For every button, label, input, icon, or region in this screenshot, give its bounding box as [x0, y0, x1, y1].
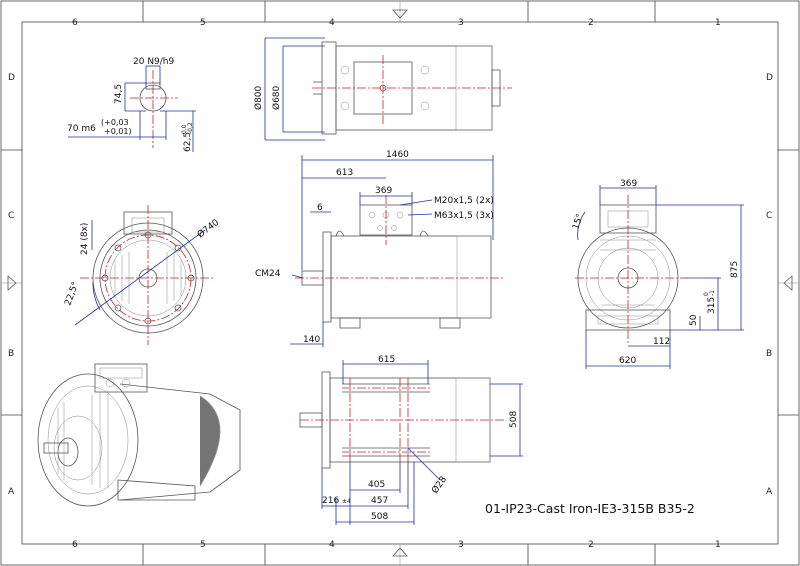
zone-row-a-right: A — [766, 487, 773, 497]
dim-216-tol: ±4 — [342, 498, 351, 505]
box-position-label: 613 — [336, 168, 353, 178]
key-height-label: 74,5 — [114, 84, 124, 104]
zone-row-c-right: C — [766, 211, 772, 221]
shaft-height-tol-upper: 0 — [703, 292, 710, 296]
drawing-title: 01-IP23-Cast Iron-IE3-315B B35-2 — [485, 501, 695, 516]
pcd-label: Ø740 — [195, 217, 221, 241]
motor-top-view: Ø800 Ø680 — [253, 37, 512, 141]
zone-row-d-left: D — [8, 73, 15, 83]
inner-dia-label: Ø680 — [271, 85, 282, 110]
dim-508-label: 508 — [371, 512, 388, 522]
zone-row-d-right: D — [766, 73, 773, 83]
zone-col-2-bottom: 2 — [588, 540, 594, 550]
shaft-tol-upper: (+0,03 — [101, 118, 129, 127]
zone-row-b-left: B — [8, 349, 14, 359]
dim-457-label: 457 — [371, 496, 388, 506]
motor-end-view: 369 15° 875 315 0 -1 50 112 620 — [571, 179, 744, 369]
bottom-width-label: 508 — [509, 411, 519, 428]
shaft-height-tol-lower: -1 — [709, 290, 716, 296]
zone-col-1-bottom: 1 — [715, 540, 721, 550]
total-height-label: 875 — [730, 261, 740, 278]
zone-col-4-bottom: 4 — [329, 540, 335, 550]
zone-row-b-right: B — [766, 349, 772, 359]
foot-distance-label: 615 — [378, 355, 395, 365]
foot-height-label: 50 — [689, 314, 699, 326]
foot-width-label: 112 — [653, 337, 670, 347]
shaft-length-label: 140 — [303, 335, 320, 345]
zone-row-c-left: C — [8, 211, 14, 221]
keyway-label: 20 N9/h9 — [133, 57, 175, 67]
end-angle-label: 15° — [571, 213, 585, 231]
shaft-diameter-label: 70 m6 — [67, 124, 96, 134]
mount-hole-label: Ø28 — [429, 474, 449, 496]
motor-bottom-view: 615 508 Ø28 405 457 508 216 ±4 — [299, 355, 523, 525]
box-width-label: 369 — [375, 186, 392, 196]
gland-m20-label: M20x1,5 (2x) — [434, 196, 494, 206]
zone-col-6-top: 6 — [72, 18, 78, 28]
zone-col-3-bottom: 3 — [458, 540, 464, 550]
zone-col-2-top: 2 — [588, 18, 594, 28]
depth-label: 62,5 — [183, 132, 193, 152]
motor-front-view: Ø740 24 (8x) 22,5° — [63, 205, 221, 345]
end-box-width-label: 369 — [620, 179, 637, 189]
zone-col-5-top: 5 — [200, 18, 206, 28]
hole-count-label: 24 (8x) — [80, 223, 90, 255]
zone-col-5-bottom: 5 — [200, 540, 206, 550]
zone-labels: 6 5 4 3 2 1 6 5 4 3 2 1 D C B A D C B A — [8, 18, 773, 550]
spigot-label: 6 — [317, 203, 323, 213]
zone-row-a-left: A — [8, 487, 15, 497]
zone-col-4-top: 4 — [329, 18, 335, 28]
total-length-label: 1460 — [386, 150, 409, 160]
motor-side-view: 1460 613 369 M20x1,5 (2x) M63x1,5 (3x) 6… — [255, 150, 505, 347]
base-width-label: 620 — [619, 356, 636, 366]
dim-405-label: 405 — [368, 480, 385, 490]
dim-216-label: 216 — [322, 496, 339, 506]
angle-label: 22,5° — [63, 281, 81, 307]
zone-col-3-top: 3 — [458, 18, 464, 28]
zone-col-1-top: 1 — [715, 18, 721, 28]
shaft-key-detail: 20 N9/h9 74,5 70 m6 (+0,03 +0,01) 62,5 0… — [67, 57, 196, 152]
shaft-tol-lower: +0,01) — [104, 127, 132, 136]
shaft-height-label: 315 — [707, 297, 717, 314]
zone-col-6-bottom: 6 — [72, 540, 78, 550]
center-hole-label: CM24 — [255, 269, 281, 279]
gland-m63-label: M63x1,5 (3x) — [434, 211, 494, 221]
motor-isometric-view — [37, 363, 241, 507]
outer-dia-label: Ø800 — [253, 85, 264, 110]
depth-tol-upper: 0,0 — [181, 124, 188, 134]
depth-tol-lower: -0,2 — [187, 122, 194, 134]
